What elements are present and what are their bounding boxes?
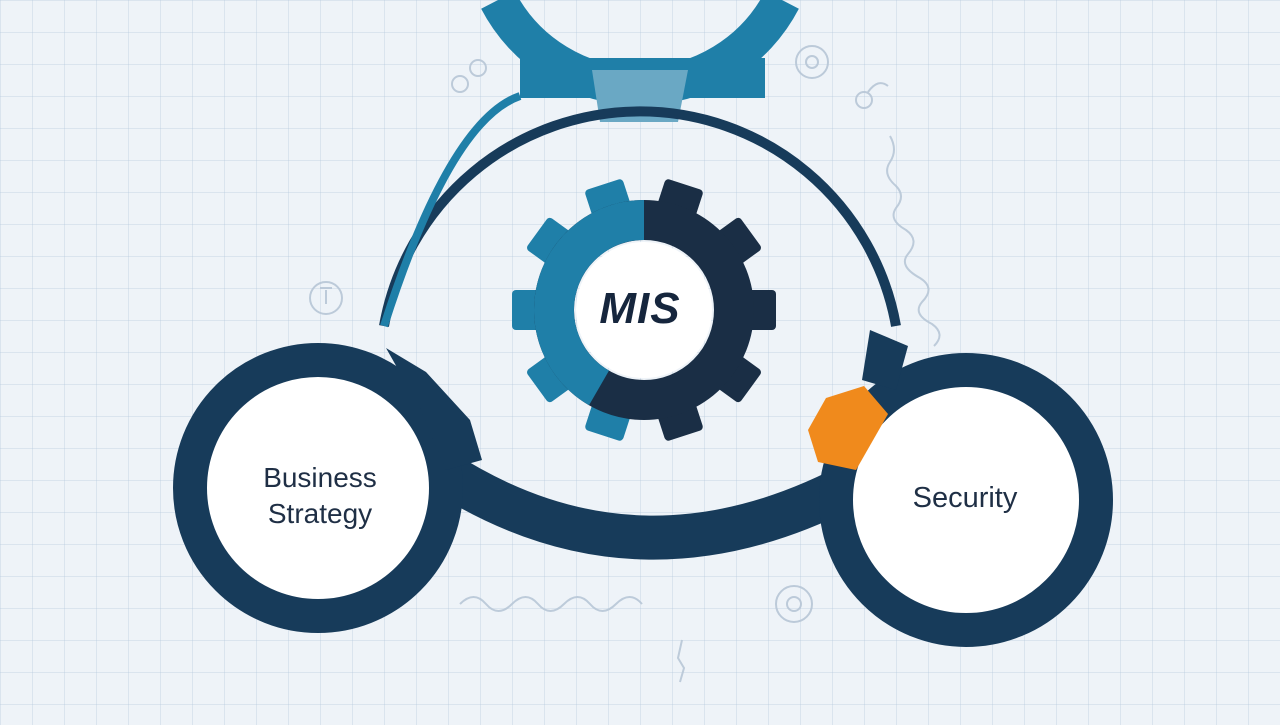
node-label-line: Business (263, 462, 377, 493)
security-ring (808, 330, 1113, 647)
top-gear-ring (481, 0, 799, 122)
business-strategy-ring (173, 343, 482, 633)
sketch-squiggle (886, 135, 941, 347)
info-icon (309, 281, 343, 315)
sketch-glyph (855, 82, 889, 109)
gear-icon (512, 179, 776, 441)
node-label-security: Security (912, 482, 1018, 514)
chain-link-icon (451, 59, 487, 93)
gear-ring-accent (534, 200, 645, 406)
orange-link (808, 386, 888, 470)
node-label-business-strategy: Business Strategy (210, 460, 430, 532)
small-gear-icon (795, 45, 829, 79)
gear-hub (576, 242, 712, 378)
sketch-squiggle (459, 596, 643, 612)
center-label-mis: MIS (599, 284, 681, 333)
sketch-squiggle (676, 639, 686, 683)
node-label-line: Strategy (267, 498, 373, 529)
small-gear-icon (775, 585, 813, 623)
sketch-decorations (309, 45, 941, 683)
connector-loop (379, 92, 901, 560)
